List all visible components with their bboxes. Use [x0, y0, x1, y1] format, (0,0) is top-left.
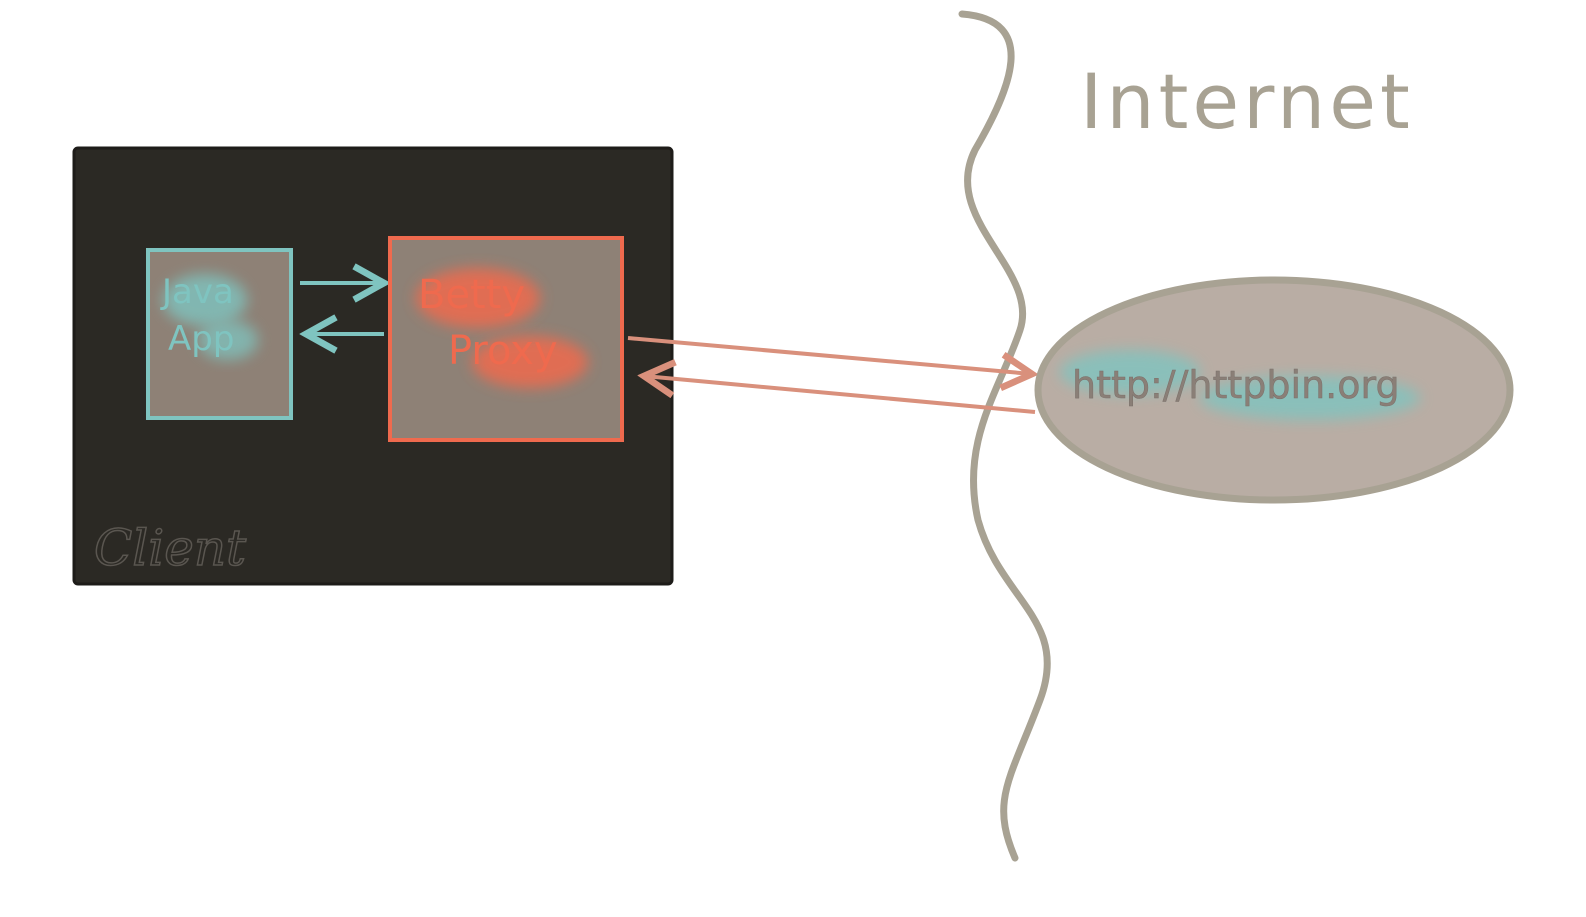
java-app-label-line1: Java	[160, 272, 234, 312]
client-label: Client	[94, 519, 247, 577]
internet-label: Internet	[1080, 57, 1414, 146]
proxy-label-line1: Betty	[418, 272, 525, 318]
java-app-label-line2: App	[168, 319, 234, 359]
internet-boundary-line	[958, 10, 1051, 862]
proxy-label-line2: Proxy	[448, 328, 558, 374]
server-ellipse: http://httpbin.org	[1034, 276, 1514, 504]
proxy-box: Betty Proxy	[388, 236, 624, 442]
arrow-server-to-proxy	[644, 376, 1036, 414]
server-url-label: http://httpbin.org	[1072, 363, 1400, 407]
arrow-proxy-to-server	[627, 336, 1032, 374]
java-app-box: Java App	[146, 248, 293, 420]
